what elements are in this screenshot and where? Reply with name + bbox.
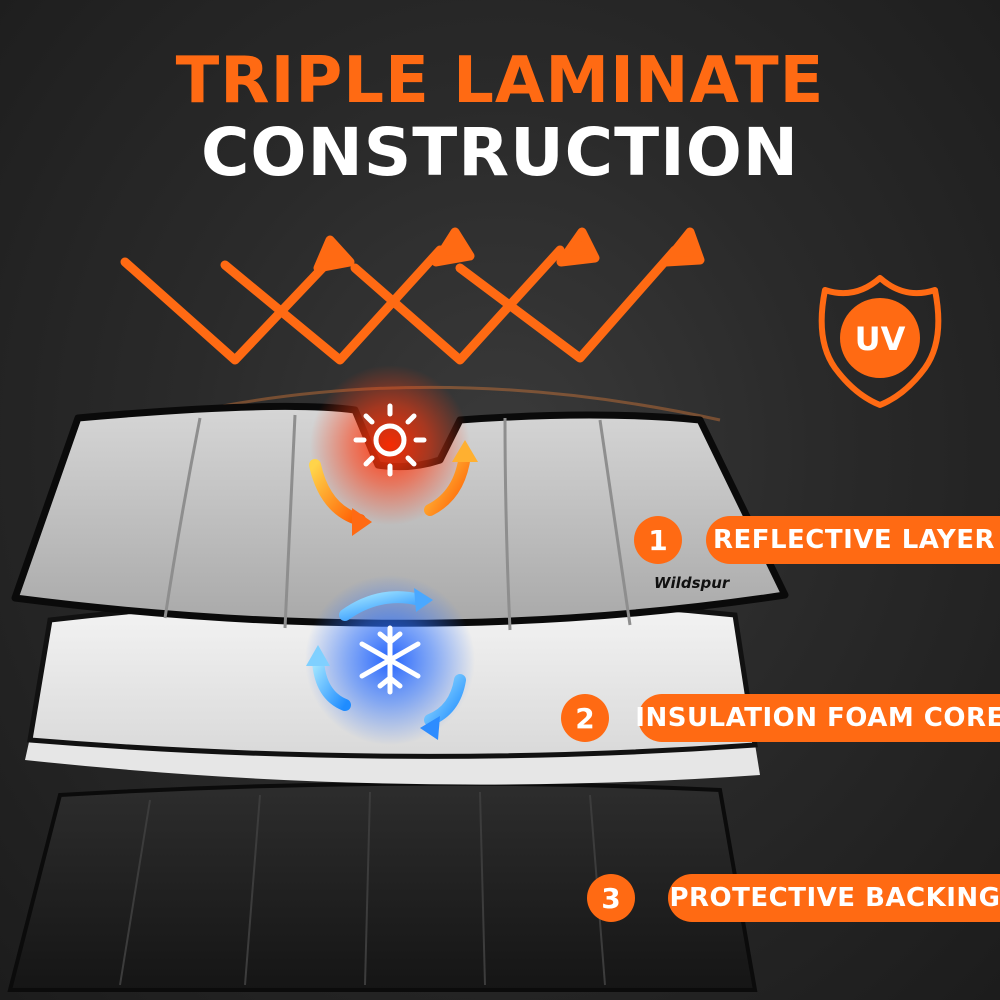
- layer-3-label: PROTECTIVE BACKING: [668, 874, 1000, 922]
- uv-badge-text: UV: [855, 320, 906, 358]
- reflection-arrows: [120, 227, 705, 365]
- layer-1-number: 1: [634, 516, 682, 564]
- headline-line-2: CONSTRUCTION: [200, 114, 800, 191]
- protective-backing-layer: [7, 781, 758, 992]
- uv-shield-icon: [818, 275, 942, 408]
- snowflake-icon: [359, 625, 421, 695]
- sun-icon: [353, 403, 427, 477]
- layer-2-number: 2: [561, 694, 609, 742]
- brand-logo: Wildspur: [654, 574, 731, 592]
- headline-line-1: TRIPLE LAMINATE: [175, 44, 825, 118]
- layer-1-label: REFLECTIVE LAYER: [706, 516, 1000, 564]
- layer-2-label: INSULATION FOAM CORE: [635, 694, 1000, 742]
- layer-3-number: 3: [587, 874, 635, 922]
